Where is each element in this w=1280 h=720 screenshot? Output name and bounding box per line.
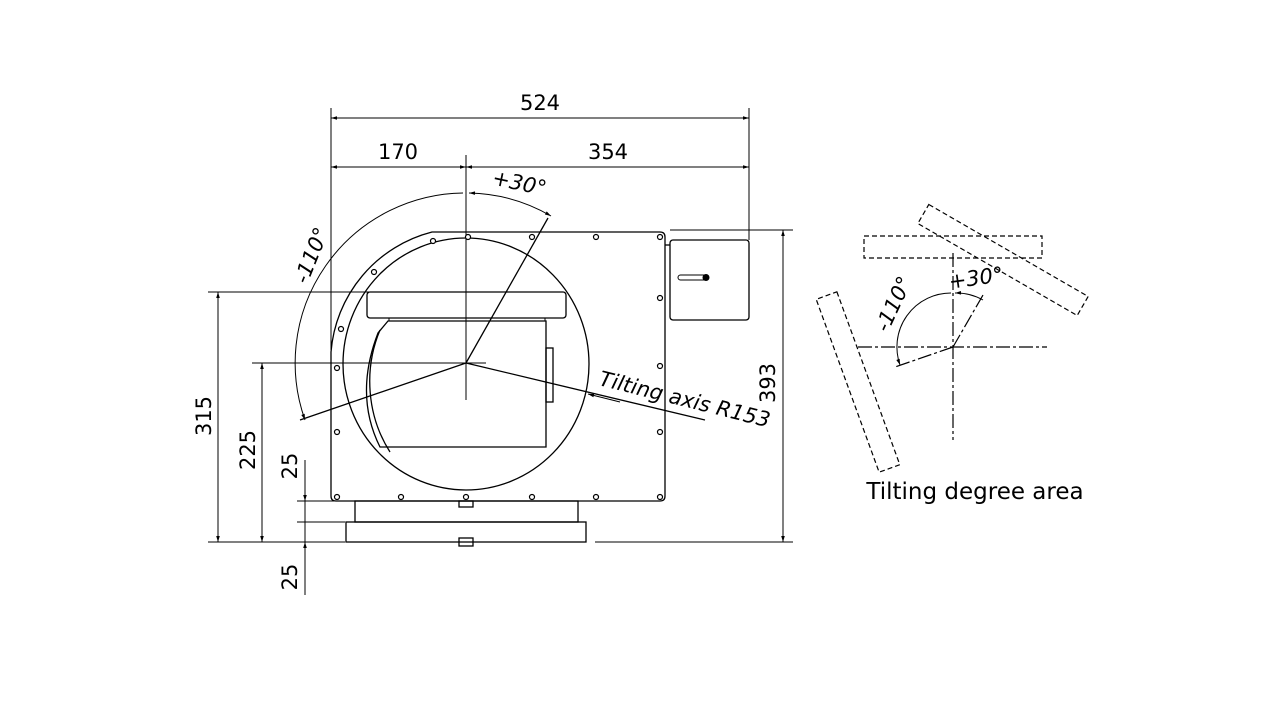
base-lower: [345, 521, 587, 543]
base-tab: [458, 537, 474, 547]
tilt-line-plus30: [465, 217, 549, 364]
handle-slot: [677, 274, 707, 281]
inset-camera-level: [863, 235, 1043, 259]
inset-line-plus30: [952, 294, 984, 348]
inset-arc-plus30: [954, 291, 984, 301]
dim-label-170: 170: [378, 140, 418, 164]
inset-camera-plus30: [917, 203, 1089, 317]
inset-caption: Tilting degree area: [865, 479, 1083, 505]
dim-label-393: 393: [756, 363, 780, 403]
tilting-axis-label: Tilting axis R153: [597, 367, 773, 433]
main-view: 524 170 354 315 225 25 25 393: [192, 91, 793, 595]
side-box: [669, 239, 750, 321]
ring-inner: [369, 329, 391, 453]
base-tab: [458, 500, 474, 508]
dim-label-524: 524: [520, 91, 560, 115]
mounting-holes: [333, 233, 664, 501]
dim-label-315: 315: [192, 396, 216, 436]
inset-line-minus110: [894, 346, 954, 368]
dim-label-25-upper: 25: [278, 453, 302, 480]
inset-camera-minus110: [815, 291, 901, 473]
inset-arc-minus110: [896, 292, 952, 366]
inset-label-plus30: +30°: [947, 262, 1005, 293]
camera-body: [365, 320, 547, 448]
housing-plate: [330, 231, 666, 502]
tilt-line-minus110: [299, 362, 467, 421]
base-upper: [354, 500, 579, 523]
tilting-axis-arrow: [587, 393, 621, 403]
dim-label-354: 354: [588, 140, 628, 164]
arc-plus30: [468, 191, 552, 217]
arc-minus110: [294, 192, 464, 421]
dim-label-25-lower: 25: [278, 564, 302, 591]
inset-label-minus110: -110°: [870, 273, 916, 336]
dim-label-225: 225: [236, 430, 260, 470]
tilting-degree-inset: +30° -110° Tilting degree area: [815, 203, 1089, 505]
camera-tab: [545, 347, 554, 403]
knob-icon: [702, 274, 710, 281]
tilting-axis-line: [465, 362, 706, 421]
angle-label-minus110: -110°: [289, 224, 333, 287]
angle-label-plus30: +30°: [490, 166, 549, 201]
